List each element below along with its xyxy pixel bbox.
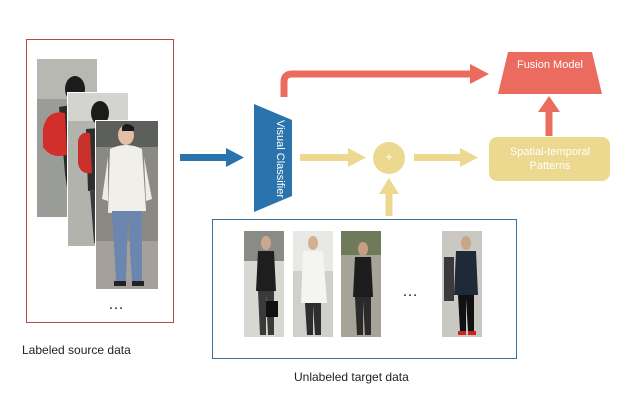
arrow-source-to-classifier xyxy=(180,148,244,167)
source-image-front xyxy=(95,120,159,290)
arrow-patterns-to-fusion xyxy=(538,96,560,136)
target-ellipsis: … xyxy=(402,283,420,300)
visual-classifier-shape xyxy=(254,104,292,212)
target-image-2 xyxy=(292,230,334,338)
target-image-1 xyxy=(243,230,285,338)
arrow-target-to-plus xyxy=(379,178,399,216)
visual-classifier-label: Visual Classifier xyxy=(274,119,286,199)
target-image-4 xyxy=(441,230,483,338)
labeled-source-frame xyxy=(26,39,174,323)
fusion-model-shape xyxy=(498,52,602,94)
plus-sign: + xyxy=(385,150,393,164)
spatial-temporal-node xyxy=(489,137,610,181)
target-image-3 xyxy=(340,230,382,338)
spatial-temporal-label: Spatial-temporal Patterns xyxy=(509,146,591,172)
plus-node xyxy=(373,142,405,174)
source-ellipsis: … xyxy=(108,296,126,313)
source-caption: Labeled source data xyxy=(22,343,131,357)
arrow-plus-to-patterns xyxy=(414,148,478,167)
arrow-classifier-to-fusion xyxy=(280,64,489,97)
arrow-classifier-to-plus xyxy=(300,148,366,167)
target-caption: Unlabeled target data xyxy=(294,370,409,384)
fusion-model-label: Fusion Model xyxy=(516,59,584,71)
unlabeled-target-frame xyxy=(212,219,517,359)
